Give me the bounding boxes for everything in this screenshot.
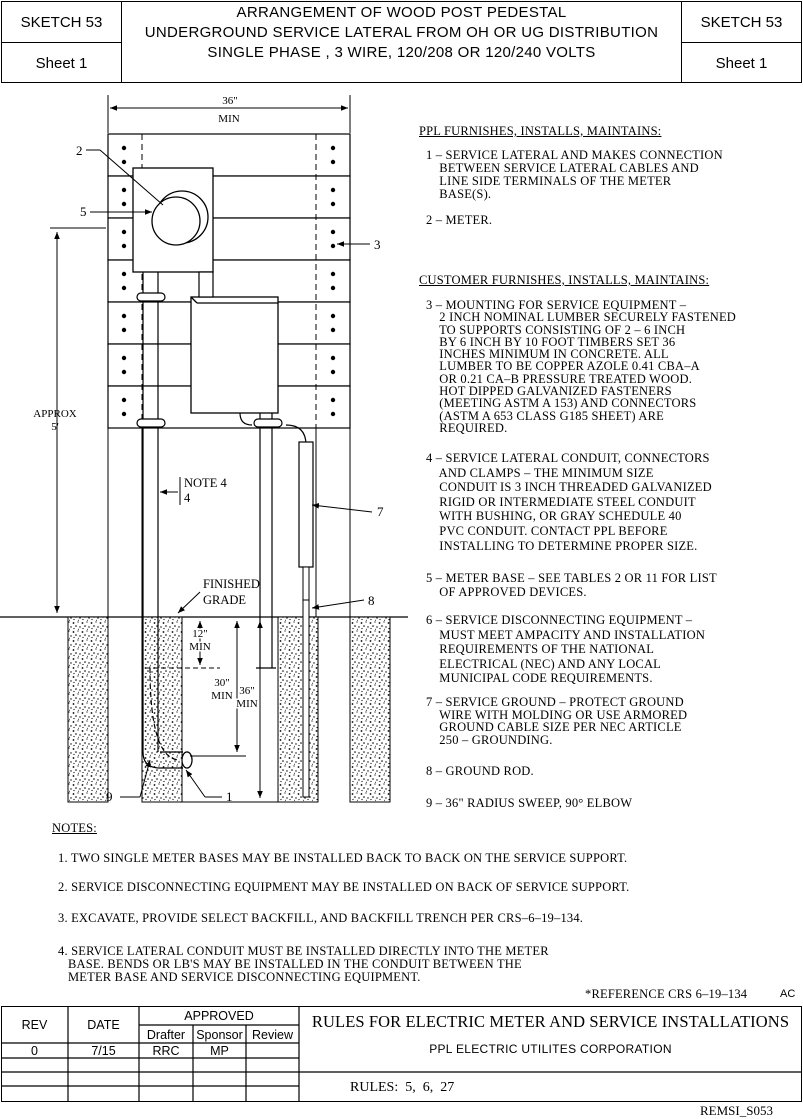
disconnect-box <box>190 296 279 414</box>
approx-value: 5' <box>51 421 59 433</box>
dim12-min-label: MIN <box>189 641 210 653</box>
drafter-header: Drafter <box>146 1027 186 1042</box>
customer-item-8: 8 – GROUND ROD. <box>426 764 534 778</box>
ppl-heading: PPL FURNISHES, INSTALLS, MAINTAINS: <box>419 124 662 138</box>
note-1: 1. TWO SINGLE METER BASES MAY BE INSTALL… <box>58 851 628 865</box>
callout-7: 7 <box>377 504 384 519</box>
finished-label: FINISHED <box>203 577 260 591</box>
title-line-3: SINGLE PHASE , 3 WIRE, 120/208 OR 120/24… <box>207 44 596 61</box>
row-date: 7/15 <box>91 1043 116 1058</box>
grade-label: GRADE <box>203 593 246 607</box>
sheet-number-left: Sheet 1 <box>35 55 88 72</box>
callout-5: 5 <box>80 204 87 219</box>
customer-heading: CUSTOMER FURNISHES, INSTALLS, MAINTAINS: <box>419 273 710 287</box>
rev-header: REV <box>21 1017 48 1032</box>
dim-top-label: 36" <box>222 95 238 107</box>
row-rev: 0 <box>31 1043 38 1058</box>
dim30-label: 30" <box>214 677 230 689</box>
customer-item-9: 9 – 36" RADIUS SWEEP, 90° ELBOW <box>426 796 633 810</box>
ac-mark: AC <box>780 988 796 1000</box>
rules-title: RULES FOR ELECTRIC METER AND SERVICE INS… <box>311 1012 790 1031</box>
fasteners <box>121 145 336 417</box>
customer-item-5: 5 – METER BASE – SEE TABLES 2 OR 11 FOR … <box>426 571 717 599</box>
callout-1: 1 <box>226 789 233 804</box>
review-header: Review <box>252 1027 293 1042</box>
customer-item-4: 4 – SERVICE LATERAL CONDUIT, CONNECTORS … <box>426 451 712 553</box>
pedestal-drawing: 36" MIN <box>0 95 408 804</box>
note-2: 2. SERVICE DISCONNECTING EQUIPMENT MAY B… <box>58 880 630 894</box>
date-header: DATE <box>87 1017 120 1032</box>
sheet-number-right: Sheet 1 <box>715 55 768 72</box>
dim12-label: 12" <box>192 628 208 640</box>
reference-text: *REFERENCE CRS 6–19–134 <box>585 987 748 1001</box>
dim30-min-label: MIN <box>211 690 232 702</box>
row-drafter: RRC <box>152 1043 180 1058</box>
sketch-title: ARRANGEMENT OF WOOD POST PEDESTAL UNDERG… <box>122 3 681 63</box>
row-sponsor: MP <box>210 1043 229 1058</box>
meter-base <box>132 167 214 273</box>
note-3: 3. EXCAVATE, PROVIDE SELECT BACKFILL, AN… <box>58 911 584 925</box>
sketch-number-right: SKETCH 53 <box>700 13 783 31</box>
title-block-grid <box>1 1006 802 1102</box>
dim36-label: 36" <box>239 685 255 697</box>
customer-item-7: 7 – SERVICE GROUND – PROTECT GROUND WIRE… <box>426 695 688 747</box>
service-ground-wire <box>239 412 314 600</box>
callout-3: 3 <box>374 237 381 252</box>
title-line-2: UNDERGROUND SERVICE LATERAL FROM OH OR U… <box>144 24 659 41</box>
customer-item-6: 6 – SERVICE DISCONNECTING EQUIPMENT – MU… <box>426 613 706 685</box>
note4-num: 4 <box>184 491 191 505</box>
customer-item-3: 3 – MOUNTING FOR SERVICE EQUIPMENT – 2 I… <box>426 298 737 435</box>
callout-2: 2 <box>76 143 83 158</box>
title-line-1: ARRANGEMENT OF WOOD POST PEDESTAL <box>236 4 567 21</box>
document-id: REMSI_S053 <box>700 1103 773 1118</box>
top-dimension <box>107 95 351 133</box>
timber-posts <box>141 134 317 428</box>
note4-label: NOTE 4 <box>184 476 227 490</box>
dim-top-min-label: MIN <box>218 113 239 125</box>
notes-heading: NOTES: <box>52 821 97 835</box>
callout-9: 9 <box>106 789 113 804</box>
ppl-item-1: 1 – SERVICE LATERAL AND MAKES CONNECTION… <box>426 148 723 201</box>
approved-header: APPROVED <box>184 1009 254 1023</box>
sheet-right-cell <box>681 42 802 83</box>
note-4: 4. SERVICE LATERAL CONDUIT MUST BE INSTA… <box>58 944 549 984</box>
sheet-left-cell <box>1 42 122 83</box>
rules-list: RULES: 5, 6, 27 <box>350 1080 455 1095</box>
concrete-footings <box>67 616 391 803</box>
callout-8: 8 <box>368 593 375 608</box>
ppl-item-2: 2 – METER. <box>426 213 493 227</box>
company-name: PPL ELECTRIC UTILITES CORPORATION <box>429 1042 672 1056</box>
sponsor-header: Sponsor <box>196 1027 243 1042</box>
title-block <box>1 1006 802 1102</box>
sketch-number-left: SKETCH 53 <box>20 13 103 31</box>
approx-label: APPROX <box>33 408 76 420</box>
dim36-min-label: MIN <box>236 698 257 710</box>
